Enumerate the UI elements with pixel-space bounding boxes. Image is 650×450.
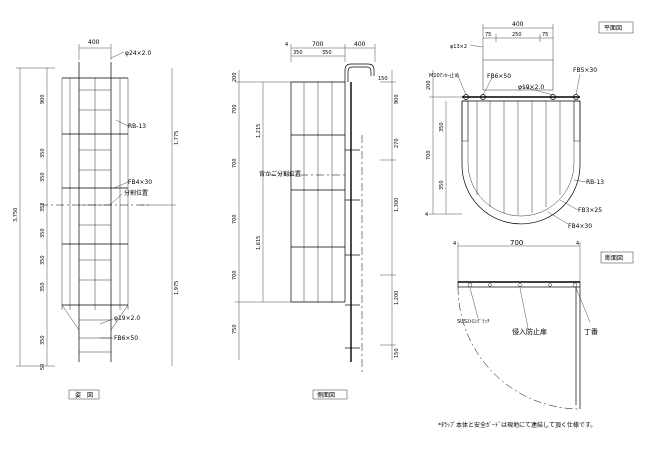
sec-700-dim: 700 — [510, 239, 523, 247]
front-1775-dim: 1,775 — [174, 131, 180, 145]
front-350c-dim: 350 — [40, 228, 46, 238]
section-view-title: 断面図 — [605, 254, 623, 262]
plan-700-dim: 700 — [426, 150, 432, 160]
plan-75a-dim: 75 — [485, 32, 491, 38]
side-view-title: 側面図 — [317, 391, 335, 399]
side-700c-dim: 700 — [232, 214, 238, 224]
front-1975-dim: 1,975 — [174, 281, 180, 295]
sec-4b-dim: 4 — [576, 241, 579, 247]
side-700a-dim: 700 — [232, 104, 238, 114]
plan-fb4x30-label: FB4×30 — [568, 223, 592, 230]
bottom-note: *ﾀﾗｯﾌﾟ本体と安全ｶﾞｰﾄﾞは現地にて連結して頂く仕様です。 — [438, 421, 596, 429]
side-split-label: 背かご分割位置 — [259, 170, 301, 178]
front-350d-dim: 350 — [40, 255, 46, 265]
front-350e-dim: 350 — [40, 282, 46, 292]
section-title-box — [600, 251, 634, 264]
split-position-label: 分割位置 — [124, 189, 148, 197]
front-total-dim: 3,750 — [13, 208, 19, 222]
side-1615-dim: 1,615 — [256, 236, 262, 250]
side-350b-dim: 350 — [322, 50, 332, 56]
front-350b-dim: 350 — [40, 172, 46, 182]
side-1300-dim: 1,300 — [394, 198, 400, 212]
plan-75b-dim: 75 — [542, 32, 548, 38]
front-title-box — [68, 389, 100, 400]
fb6x50-label: FB6×50 — [114, 335, 138, 342]
side-4-dim: 4 — [285, 42, 288, 48]
front-view — [16, 44, 176, 367]
plan-pipe13-label: φ13×2 — [450, 44, 467, 50]
side-350a-dim: 350 — [293, 50, 303, 56]
side-1200-dim: 1,200 — [394, 291, 400, 305]
plan-title-box — [598, 21, 634, 34]
plan-view — [429, 24, 587, 225]
side-150b-dim: 150 — [394, 348, 400, 358]
pipe19-label: φ19×2.0 — [114, 315, 140, 322]
sec-4a-dim: 4 — [453, 241, 456, 247]
front-pipe-label: φ24×2.0 — [125, 50, 151, 57]
side-270-dim: 270 — [394, 138, 400, 148]
plan-fb3x25-label: FB3×25 — [578, 207, 602, 214]
front-352-dim: 352 — [40, 202, 46, 212]
plan-m10-label: M10ｱﾝｶｰ止め — [429, 72, 460, 79]
rb13-label: RB-13 — [128, 123, 146, 130]
front-view-title: 姿 図 — [75, 391, 93, 399]
side-700-dim: 700 — [312, 41, 324, 48]
plan-400-dim: 400 — [512, 21, 524, 28]
front-350a-dim: 350 — [40, 148, 46, 158]
plan-200-dim: 200 — [426, 80, 432, 90]
plan-view-title: 平面図 — [604, 25, 622, 32]
side-700d-dim: 700 — [232, 270, 238, 280]
sec-door-label: 侵入防止扉 — [512, 327, 547, 336]
side-150-dim: 150 — [378, 76, 388, 82]
front-50-dim: 50 — [40, 364, 46, 370]
sec-latch-label: SUSｽﾄﾛﾝｸﾞﾗｯﾁ — [457, 318, 490, 325]
side-1215-dim: 1,215 — [256, 124, 262, 138]
fb4x30-label: FB4×30 — [128, 179, 152, 186]
side-view — [235, 44, 396, 372]
plan-350-dim: 350 — [439, 122, 445, 132]
side-750-dim: 750 — [232, 324, 238, 334]
side-900-dim: 900 — [394, 94, 400, 104]
side-200-dim: 200 — [232, 72, 238, 82]
front-900-dim: 900 — [40, 94, 46, 104]
plan-250-dim: 250 — [512, 32, 522, 38]
plan-fb5x30-label: FB5×30 — [573, 67, 597, 74]
sec-hinge-label: 丁番 — [584, 328, 598, 336]
plan-350b-dim: 350 — [439, 180, 445, 190]
side-title-box — [312, 389, 348, 400]
section-view — [457, 242, 591, 410]
plan-4-dim: 4 — [425, 212, 428, 218]
plan-rb13-label: RB-13 — [586, 179, 604, 186]
front-width-dim: 400 — [88, 39, 100, 46]
plan-pipe19-label: φ19×2.0 — [518, 84, 544, 91]
side-400-dim: 400 — [354, 41, 366, 48]
side-700b-dim: 700 — [232, 158, 238, 168]
front-350f-dim: 350 — [40, 335, 46, 345]
plan-fb6x50-label: FB6×50 — [487, 73, 511, 80]
